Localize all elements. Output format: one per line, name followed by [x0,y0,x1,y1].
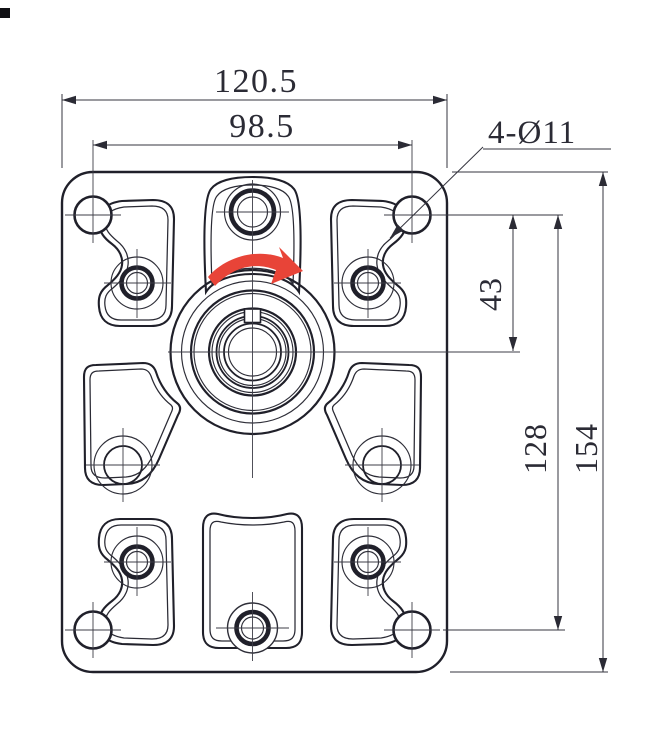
dim-holes-to-center: 43 [437,214,563,351]
mounting-hole-top-left [65,140,121,243]
dim-text-upper-hole-span: 98.5 [229,108,295,145]
dim-upper-hole-span: 98.5 [93,108,412,150]
dim-text-overall-height: 154 [568,423,604,474]
rotation-direction-arrow [208,247,303,286]
dim-vertical-hole-span: 128 [443,215,565,631]
dim-text-overall-width: 120.5 [214,63,298,100]
mounting-hole-bottom-left [65,602,121,658]
dim-overall-width: 120.5 [61,63,448,168]
dim-overall-height: 154 [450,171,608,673]
hole-callout: 4-Ø11 [389,115,611,239]
shaft-center-boss [168,180,520,478]
port-pocket-bottom [201,512,304,661]
mounting-hole-top-right [384,140,440,243]
dim-text-holes-to-center: 43 [472,277,508,311]
scan-artifact [0,8,10,18]
dim-text-vertical-hole-span: 128 [517,423,553,474]
hole-callout-text: 4-Ø11 [488,115,576,151]
mounting-hole-bottom-right [384,602,440,658]
